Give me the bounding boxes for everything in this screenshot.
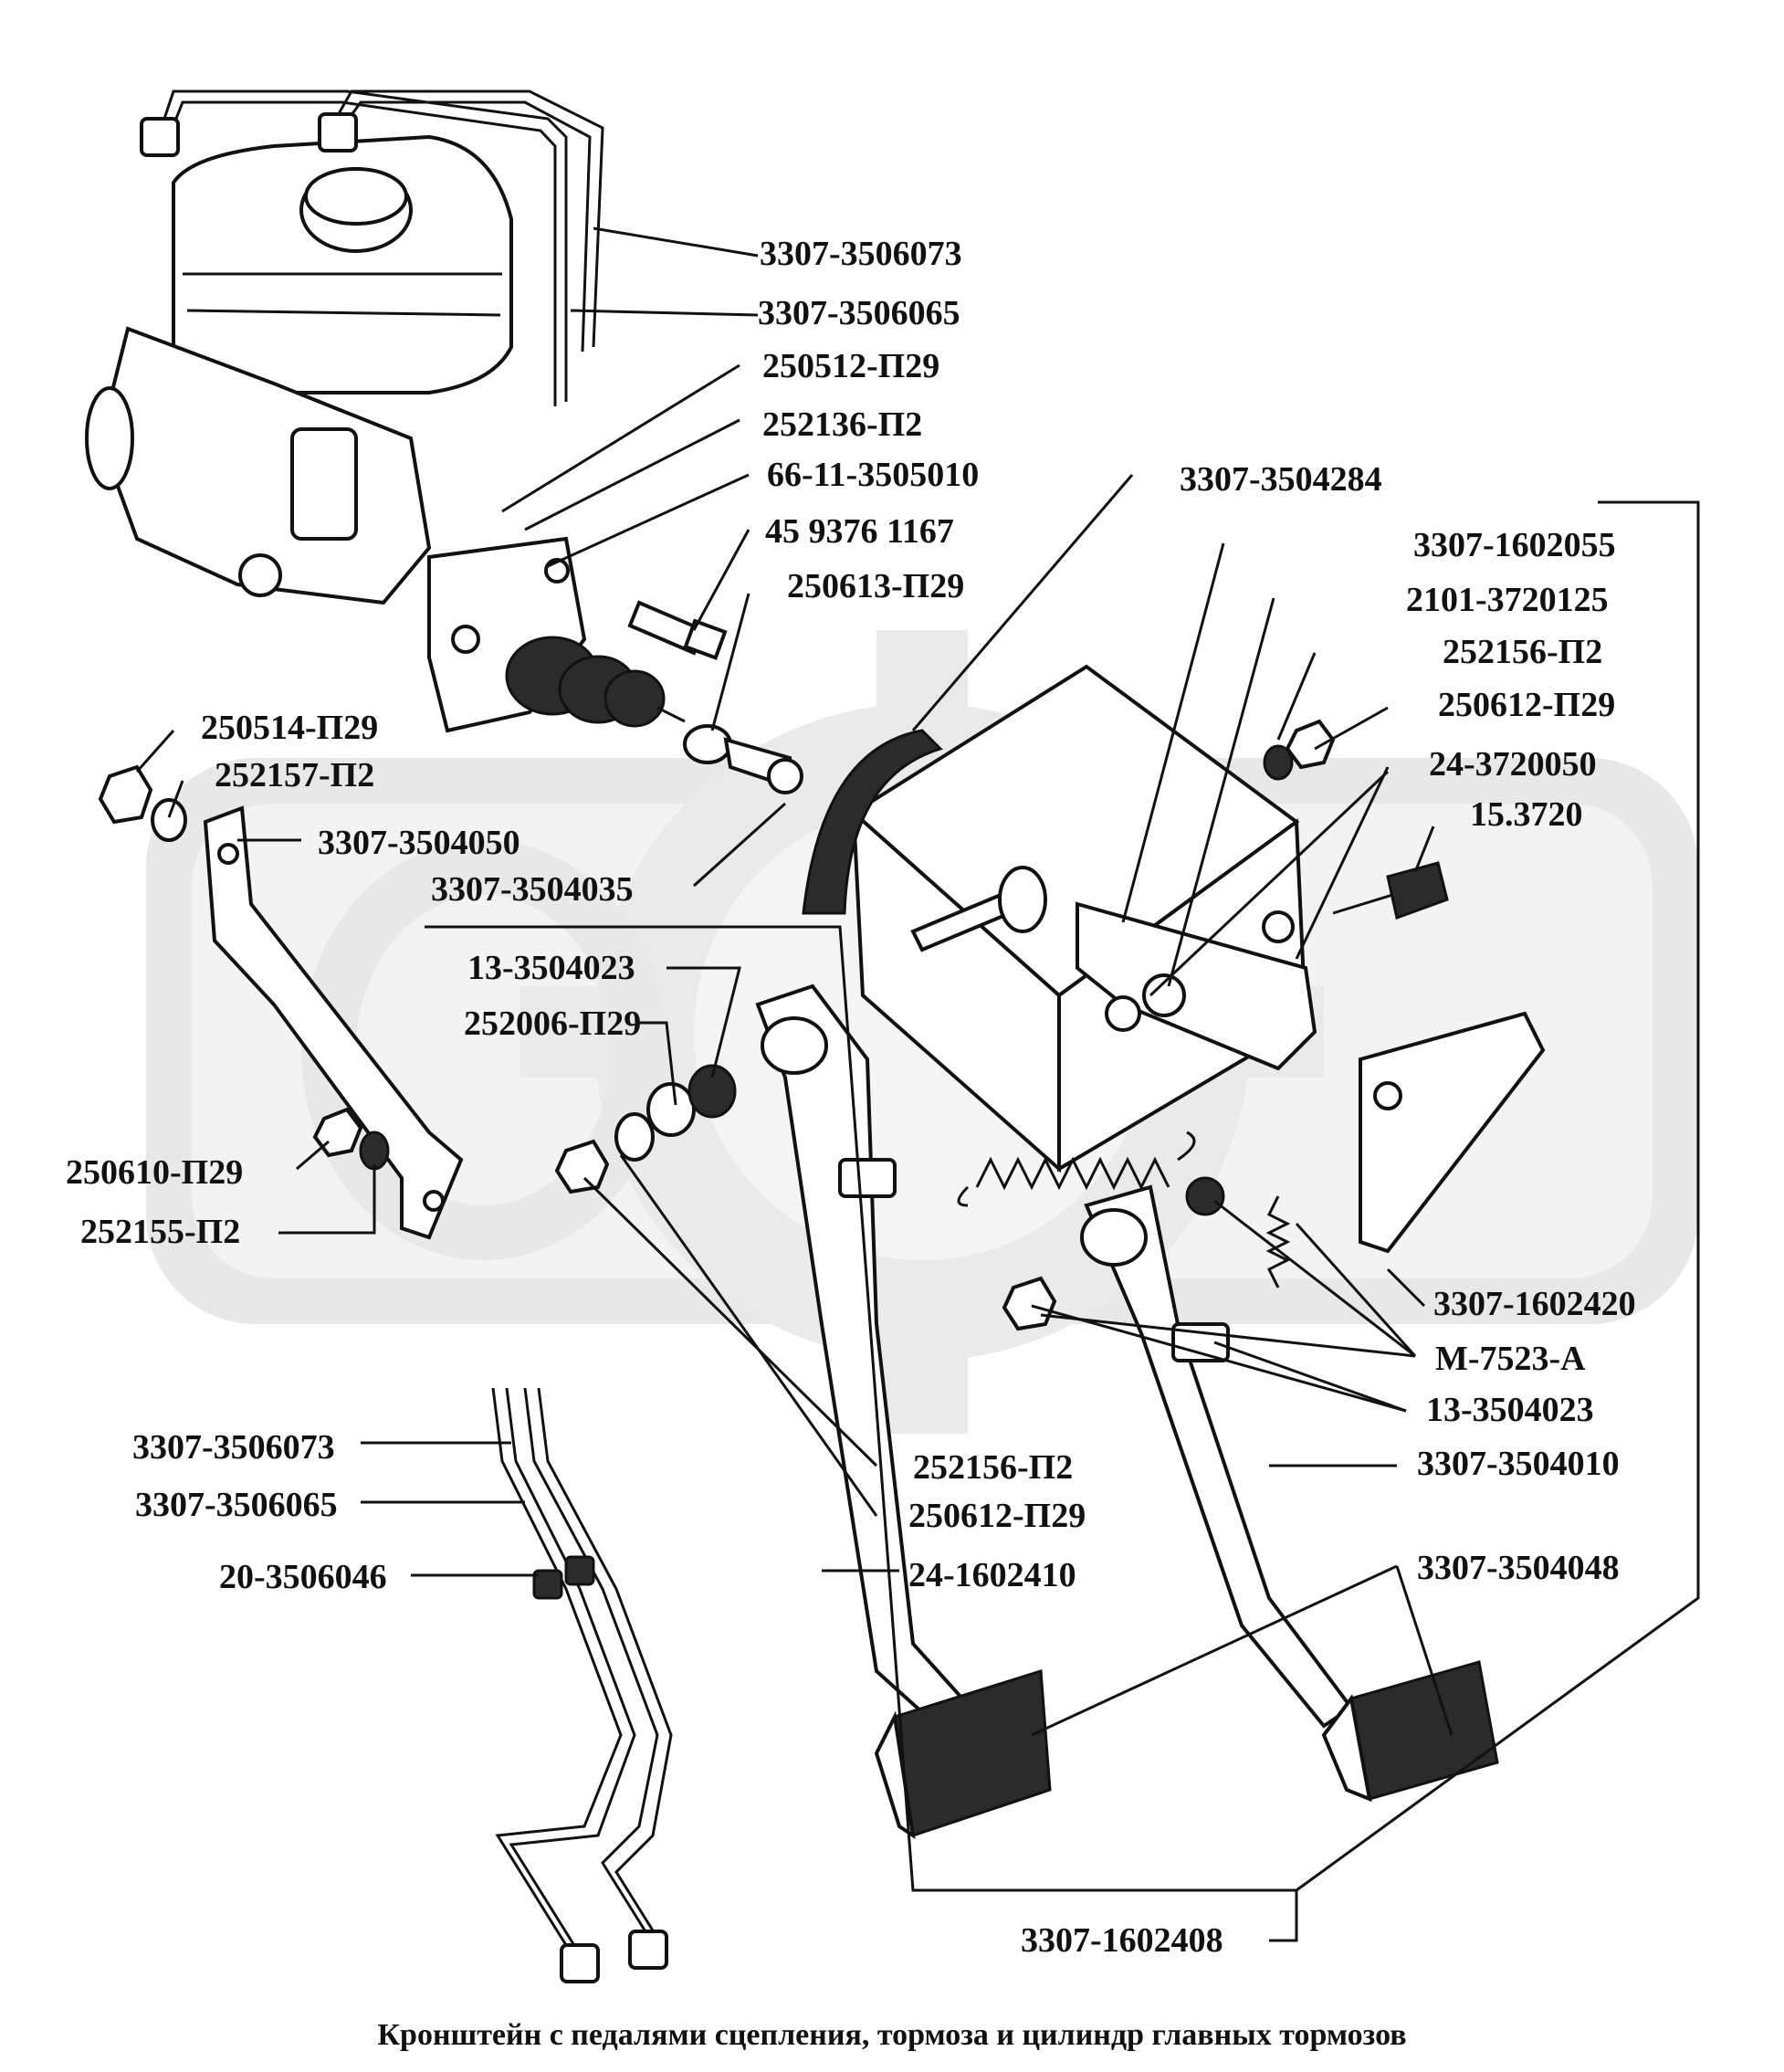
master-cylinder-66-11-3505010 [85, 134, 686, 733]
label-24-3720050: 24-3720050 [1429, 745, 1597, 784]
label-3307-3504284: 3307-3504284 [1180, 460, 1382, 499]
label-250512-p29: 250512-П29 [762, 347, 940, 385]
label-3307-3506065-bottom: 3307-3506065 [135, 1486, 338, 1524]
label-252156-p2-bottom: 252156-П2 [913, 1448, 1074, 1487]
label-3307-3504050: 3307-3504050 [318, 824, 520, 862]
label-2101-3720125: 2101-3720125 [1406, 581, 1609, 619]
label-15-3720: 15.3720 [1470, 795, 1583, 834]
label-66-11-3505010: 66-11-3505010 [767, 456, 980, 494]
label-24-1602410: 24-1602410 [908, 1556, 1076, 1594]
label-m-7523-a: М-7523-А [1435, 1340, 1586, 1378]
label-250613-p29: 250613-П29 [787, 567, 965, 605]
label-3307-3504035: 3307-3504035 [431, 870, 634, 909]
pushrod-parts [627, 600, 803, 794]
label-252155-p2: 252155-П2 [80, 1213, 241, 1251]
label-250610-p29: 250610-П29 [66, 1153, 244, 1192]
diagram-caption: Кронштейн с педалями сцепления, тормоза … [377, 2018, 1407, 2052]
label-250612-p29-top: 250612-П29 [1438, 686, 1616, 724]
brake-pipes-lower [491, 1387, 673, 1983]
label-252156-p2-top: 252156-П2 [1443, 633, 1603, 671]
label-3307-1602408: 3307-1602408 [1021, 1921, 1223, 1960]
label-3307-3506073-top: 3307-3506073 [760, 235, 962, 273]
clutch-pedal-24-1602410 [755, 983, 1052, 1840]
label-3307-3506073-bottom: 3307-3506073 [132, 1428, 335, 1467]
brake-pipes-upper [140, 89, 604, 406]
label-3307-3504048: 3307-3504048 [1417, 1549, 1620, 1587]
label-13-3504023-right: 13-3504023 [1426, 1391, 1594, 1429]
label-3307-1602420: 3307-1602420 [1433, 1285, 1636, 1323]
label-3307-1602055: 3307-1602055 [1413, 526, 1616, 564]
label-252157-p2: 252157-П2 [215, 756, 375, 794]
label-252136-p2: 252136-П2 [762, 405, 923, 444]
label-250612-p29-bottom: 250612-П29 [908, 1497, 1086, 1535]
label-252006-p29: 252006-П29 [464, 1004, 642, 1043]
label-13-3504023-left: 13-3504023 [467, 949, 635, 987]
label-3307-3506065-top: 3307-3506065 [758, 294, 960, 332]
leader-lines [135, 226, 1700, 1942]
label-3307-3504010: 3307-3504010 [1417, 1445, 1620, 1483]
label-45-9376-1167: 45 9376 1167 [765, 512, 954, 551]
bracket-3307-3504050 [203, 805, 464, 1240]
brake-pedal-3307-3504010 [1080, 1176, 1499, 1803]
label-250514-p29: 250514-П29 [201, 709, 379, 747]
label-20-3506046: 20-3506046 [219, 1558, 387, 1596]
